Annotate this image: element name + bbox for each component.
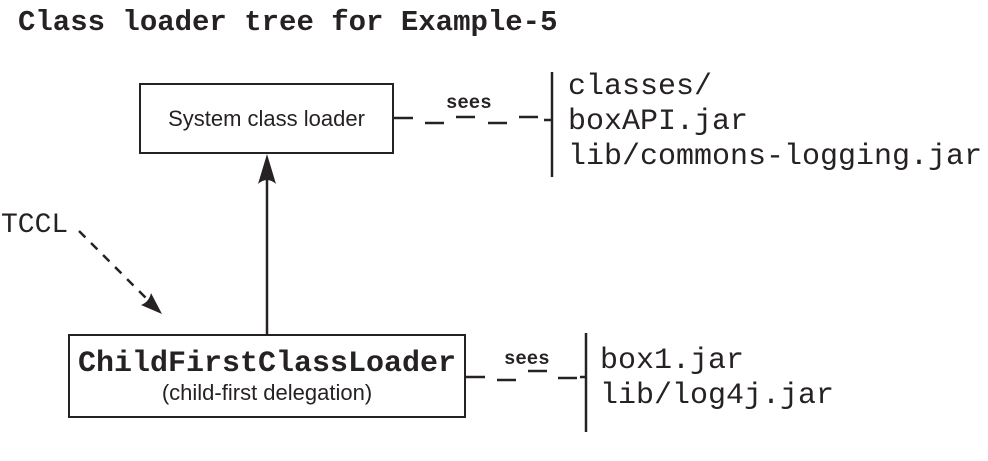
tccl-arrow-line	[78, 230, 147, 299]
classpath-entry: boxAPI.jar	[568, 105, 749, 139]
classpath-entry: lib/log4j.jar	[600, 379, 835, 413]
child-first-class-loader-label: ChildFirstClassLoader	[77, 346, 457, 381]
tccl-label: TCCL	[1, 210, 69, 241]
system-class-loader-label: System class loader	[168, 105, 365, 131]
sees-connector-bottom-dashes	[497, 369, 585, 382]
sees-label-top: sees	[446, 92, 492, 114]
delegation-arrowhead	[258, 154, 276, 184]
system-class-loader-box: System class loader	[139, 83, 394, 154]
tccl-arrowhead	[141, 293, 162, 314]
child-first-delegation-sublabel: (child-first delegation)	[161, 379, 373, 405]
diagram-title: Class loader tree for Example-5	[18, 6, 558, 39]
classpath-entry: classes/	[568, 70, 713, 104]
system-classpath-list: classes/ boxAPI.jar lib/commons-logging.…	[568, 70, 982, 175]
sees-connector-top-dashes	[425, 115, 551, 125]
classpath-entry: lib/commons-logging.jar	[568, 140, 983, 174]
child-classpath-list: box1.jar lib/log4j.jar	[600, 344, 834, 414]
child-first-class-loader-box: ChildFirstClassLoader (child-first deleg…	[68, 334, 466, 418]
classpath-entry: box1.jar	[600, 344, 745, 378]
sees-label-bottom: sees	[504, 348, 550, 370]
